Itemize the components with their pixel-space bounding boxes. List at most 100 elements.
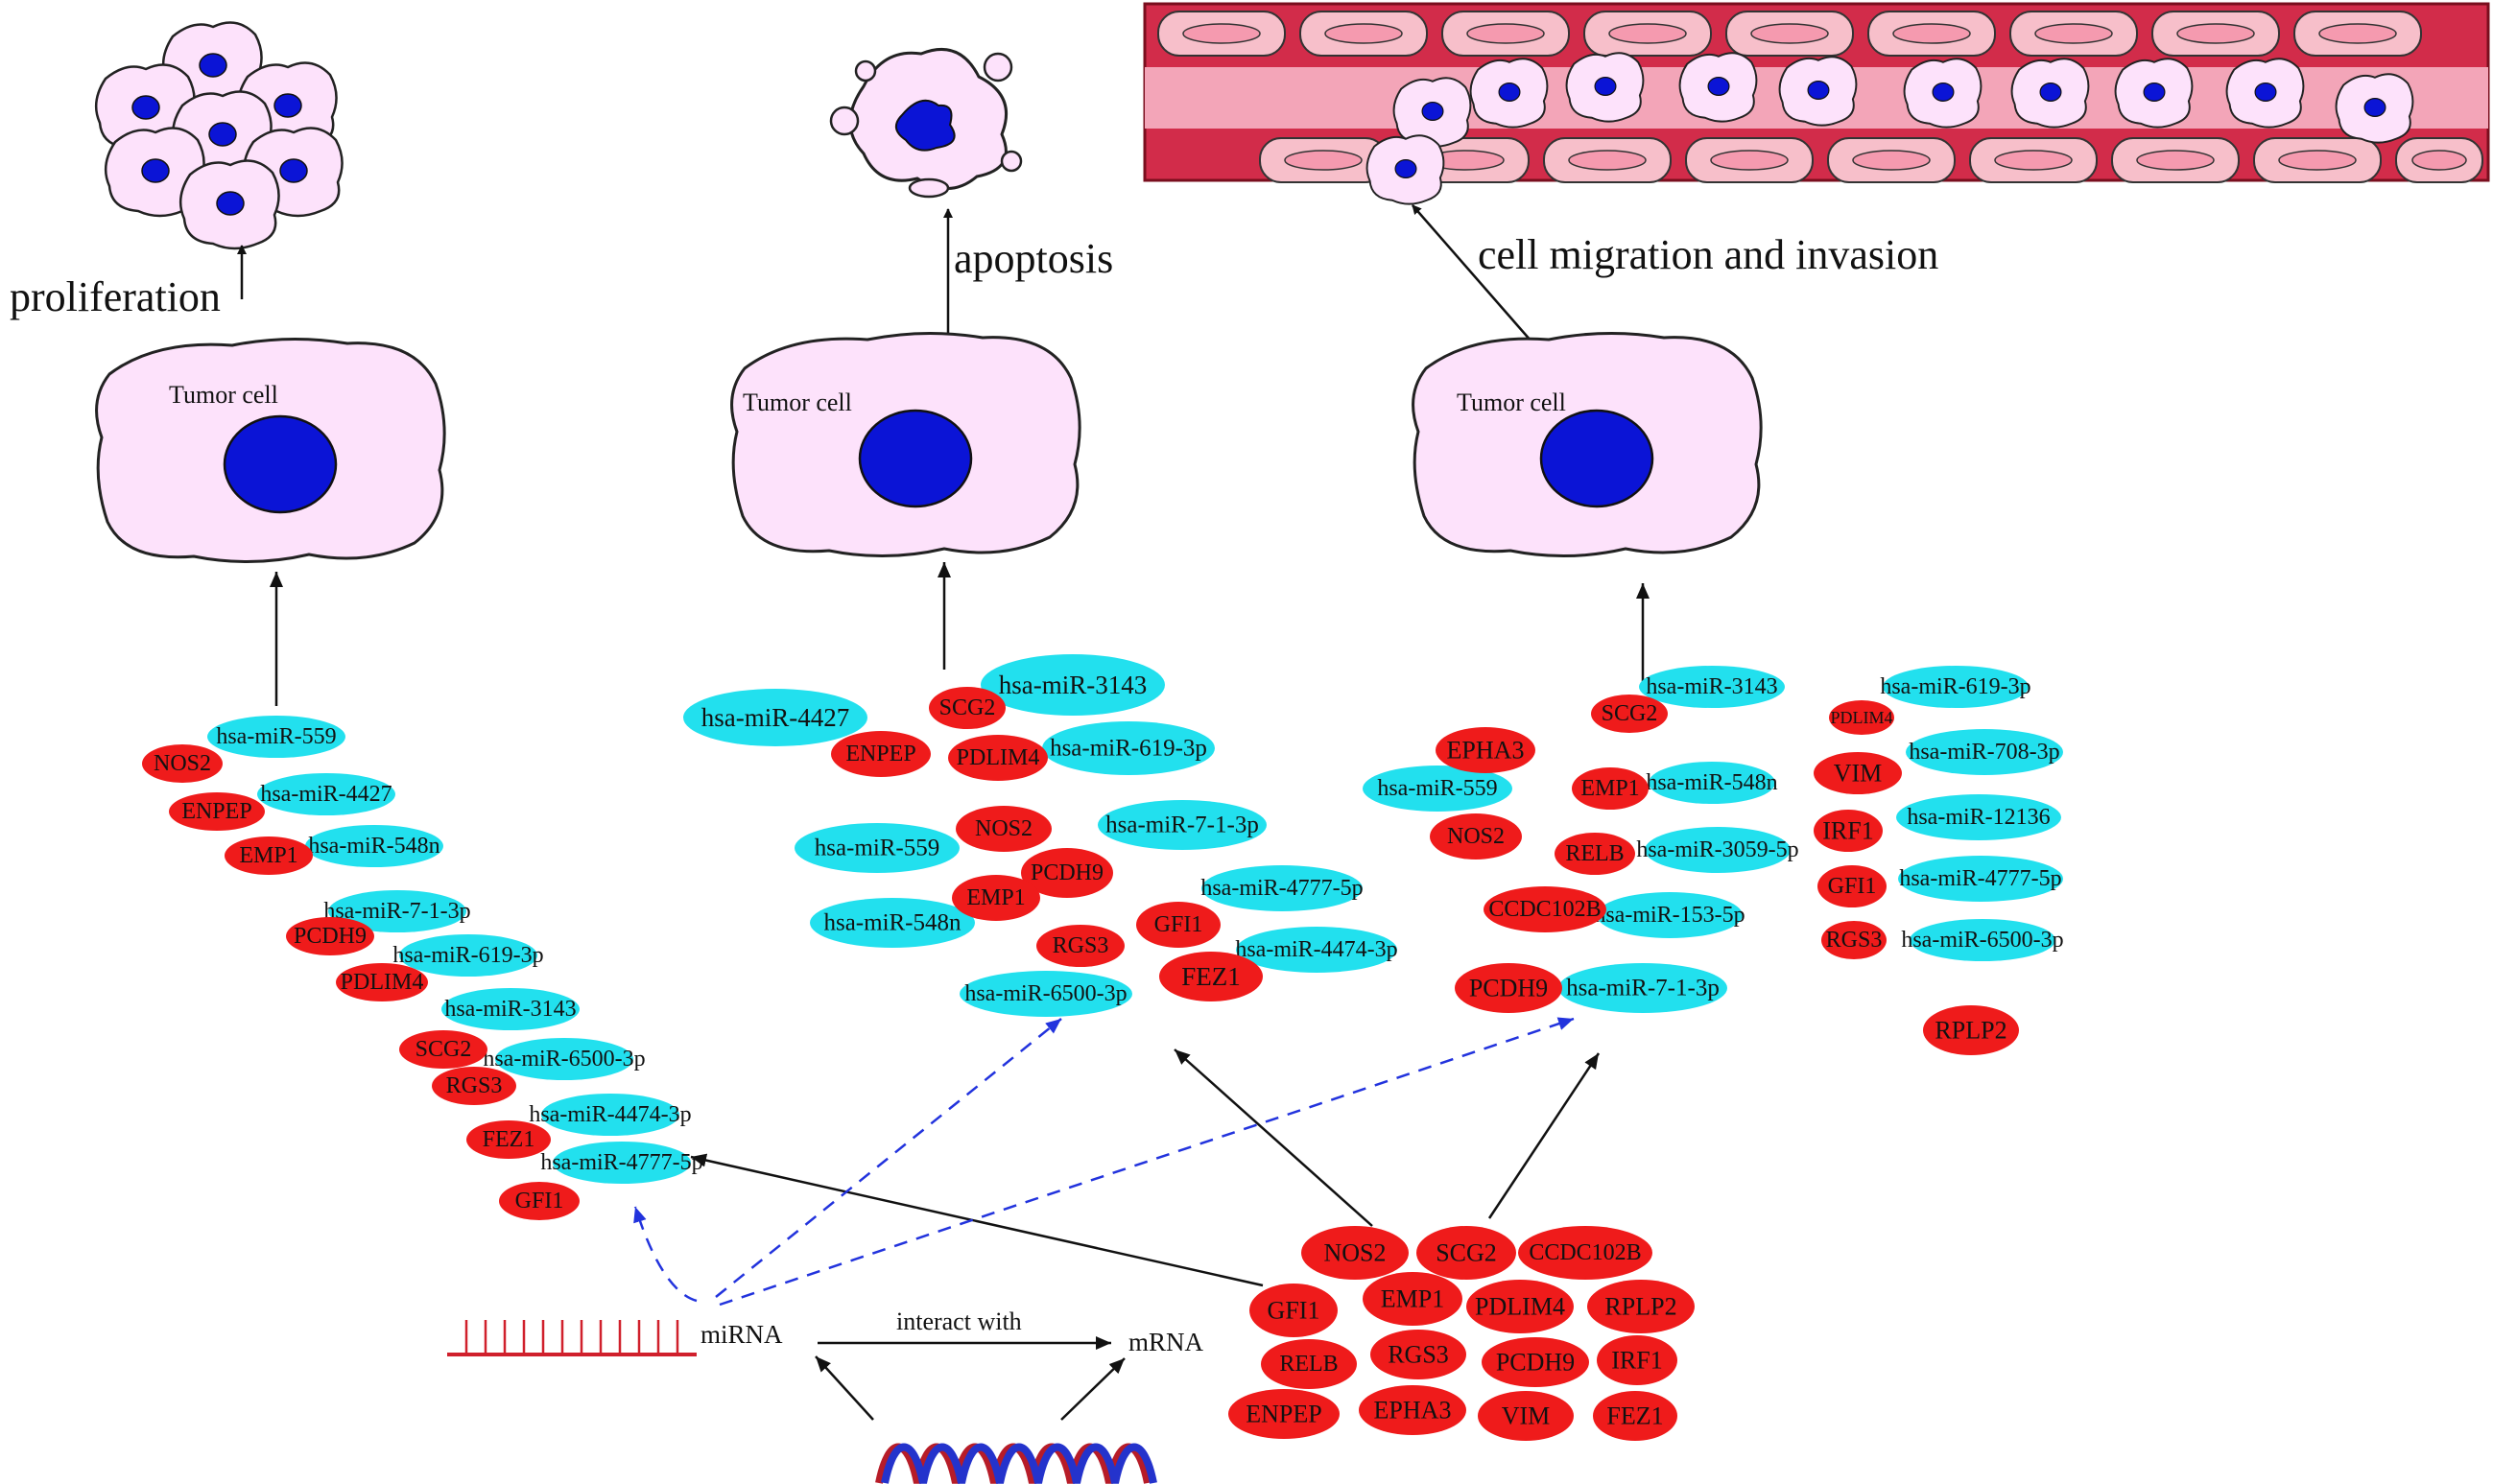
arrow-genes-to-cluster1: [690, 1153, 1264, 1287]
mirna-node: hsa-miR-6500-3p: [1901, 919, 2064, 961]
mrna-label: mRNA: [1128, 1328, 1204, 1356]
svg-text:hsa-miR-7-1-3p: hsa-miR-7-1-3p: [1566, 976, 1720, 1001]
cell: [178, 159, 280, 250]
mirna-node: hsa-miR-559: [1363, 766, 1512, 812]
tumor-cell-3: Tumor cell: [1412, 331, 1763, 558]
gene-node: RGS3: [1821, 921, 1887, 959]
mirna-node: hsa-miR-619-3p: [1880, 666, 2031, 708]
svg-text:hsa-miR-559: hsa-miR-559: [815, 836, 940, 861]
cell: [1678, 52, 1758, 123]
endothelial-top-row: [1157, 11, 2422, 57]
mirna-node: hsa-miR-4474-3p: [529, 1094, 692, 1136]
tumor-cell-2: Tumor cell: [730, 331, 1081, 558]
gene-node: EPHA3: [1359, 1385, 1466, 1435]
mirna-node: hsa-miR-4777-5p: [1200, 865, 1364, 911]
mirna-node: hsa-miR-6500-3p: [483, 1038, 646, 1080]
mirna-strand: [447, 1320, 697, 1356]
svg-text:VIM: VIM: [1834, 760, 1883, 788]
mirna-node: hsa-miR-3143: [981, 654, 1165, 716]
svg-text:VIM: VIM: [1502, 1402, 1551, 1430]
svg-text:PCDH9: PCDH9: [1496, 1349, 1575, 1377]
svg-text:PDLIM4: PDLIM4: [957, 745, 1040, 770]
gene-node: RGS3: [432, 1067, 516, 1105]
svg-text:NOS2: NOS2: [1323, 1239, 1386, 1267]
gene-node: PCDH9: [1021, 848, 1113, 898]
svg-text:hsa-miR-3143: hsa-miR-3143: [444, 997, 576, 1022]
gene-node: CCDC102B: [1518, 1226, 1652, 1280]
svg-text:RGS3: RGS3: [1388, 1341, 1449, 1369]
svg-text:RGS3: RGS3: [1826, 928, 1883, 953]
blood-vessel: [1143, 2, 2490, 205]
cell: [1903, 58, 1983, 129]
gene-node: EMP1: [952, 875, 1040, 921]
gene-node: ENPEP: [1228, 1389, 1340, 1439]
arrow-to-migration: [1412, 204, 1532, 342]
svg-text:hsa-miR-12136: hsa-miR-12136: [1907, 805, 2050, 830]
svg-text:hsa-miR-6500-3p: hsa-miR-6500-3p: [483, 1047, 645, 1072]
svg-text:PDLIM4: PDLIM4: [341, 970, 424, 995]
cluster-1: hsa-miR-559 hsa-miR-4427 hsa-miR-548n hs…: [142, 716, 703, 1220]
cell: [2225, 58, 2305, 129]
apoptotic-cell: [829, 48, 1023, 199]
svg-text:EMP1: EMP1: [239, 843, 297, 868]
svg-text:CCDC102B: CCDC102B: [1529, 1240, 1641, 1265]
svg-text:hsa-miR-708-3p: hsa-miR-708-3p: [1909, 740, 2059, 765]
gene-node: PDLIM4: [336, 963, 428, 1001]
mirna-node: hsa-miR-7-1-3p: [1558, 963, 1727, 1013]
svg-text:FEZ1: FEZ1: [483, 1127, 535, 1152]
gene-node: IRF1: [1814, 810, 1883, 852]
svg-text:RGS3: RGS3: [1053, 933, 1109, 958]
svg-text:hsa-miR-3143: hsa-miR-3143: [999, 671, 1148, 699]
svg-text:PCDH9: PCDH9: [294, 924, 367, 949]
svg-text:FEZ1: FEZ1: [1606, 1402, 1663, 1430]
tumor-cell-label: Tumor cell: [1457, 389, 1566, 416]
svg-text:RPLP2: RPLP2: [1604, 1293, 1676, 1321]
gene-node: PDLIM4: [948, 735, 1048, 781]
gene-node: EPHA3: [1436, 727, 1535, 773]
mirna-node: hsa-miR-12136: [1896, 794, 2061, 840]
svg-text:NOS2: NOS2: [975, 816, 1033, 841]
svg-text:hsa-miR-7-1-3p: hsa-miR-7-1-3p: [1105, 813, 1259, 838]
bottom-gene-cluster: NOS2 SCG2 CCDC102B GFI1 EMP1 PDLIM4 RPLP…: [1228, 1226, 1695, 1441]
proliferating-cells: [94, 21, 344, 250]
svg-text:hsa-miR-619-3p: hsa-miR-619-3p: [1050, 736, 1207, 762]
svg-text:GFI1: GFI1: [1268, 1297, 1320, 1325]
gene-node: RELB: [1261, 1339, 1357, 1389]
gene-node: NOS2: [1301, 1226, 1409, 1280]
svg-text:hsa-miR-548n: hsa-miR-548n: [1646, 770, 1777, 795]
mirna-node: hsa-miR-7-1-3p: [1098, 800, 1267, 850]
mirna-node: hsa-miR-548n: [810, 898, 975, 948]
mirna-node: hsa-miR-153-5p: [1594, 892, 1745, 938]
mirna-node: hsa-miR-7-1-3p: [323, 890, 471, 932]
svg-text:hsa-miR-619-3p: hsa-miR-619-3p: [392, 943, 543, 968]
svg-text:IRF1: IRF1: [1822, 817, 1873, 845]
svg-text:ENPEP: ENPEP: [845, 742, 915, 766]
tumor-cell-label: Tumor cell: [743, 389, 852, 416]
gene-node: EMP1: [1363, 1272, 1462, 1326]
gene-node: ENPEP: [169, 792, 265, 831]
svg-text:GFI1: GFI1: [1154, 912, 1203, 937]
svg-text:EMP1: EMP1: [1580, 776, 1639, 801]
interact-with-label: interact with: [896, 1307, 1022, 1335]
mirna-node: hsa-miR-548n: [305, 825, 443, 867]
gene-node: GFI1: [1136, 902, 1221, 948]
svg-text:hsa-miR-6500-3p: hsa-miR-6500-3p: [1901, 928, 2063, 953]
cluster-4: hsa-miR-619-3p hsa-miR-708-3p hsa-miR-12…: [1814, 666, 2064, 1055]
cell: [2114, 58, 2194, 129]
cell: [2335, 73, 2414, 144]
gene-node: GFI1: [1817, 865, 1887, 907]
svg-text:RGS3: RGS3: [446, 1073, 503, 1098]
gene-node: CCDC102B: [1484, 886, 1606, 932]
gene-node: FEZ1: [466, 1120, 551, 1159]
svg-text:hsa-miR-3143: hsa-miR-3143: [1646, 674, 1777, 699]
gene-node: VIM: [1814, 752, 1902, 794]
svg-text:RPLP2: RPLP2: [1935, 1017, 2006, 1045]
svg-text:PCDH9: PCDH9: [1031, 860, 1104, 885]
svg-text:NOS2: NOS2: [154, 751, 211, 776]
svg-text:CCDC102B: CCDC102B: [1488, 897, 1601, 922]
mirna-node: hsa-miR-4777-5p: [1898, 856, 2063, 902]
svg-text:SCG2: SCG2: [1436, 1239, 1497, 1267]
mirna-node: hsa-miR-4474-3p: [1235, 927, 1398, 973]
svg-text:hsa-miR-4474-3p: hsa-miR-4474-3p: [529, 1102, 691, 1127]
mirna-node: hsa-miR-6500-3p: [960, 971, 1132, 1017]
